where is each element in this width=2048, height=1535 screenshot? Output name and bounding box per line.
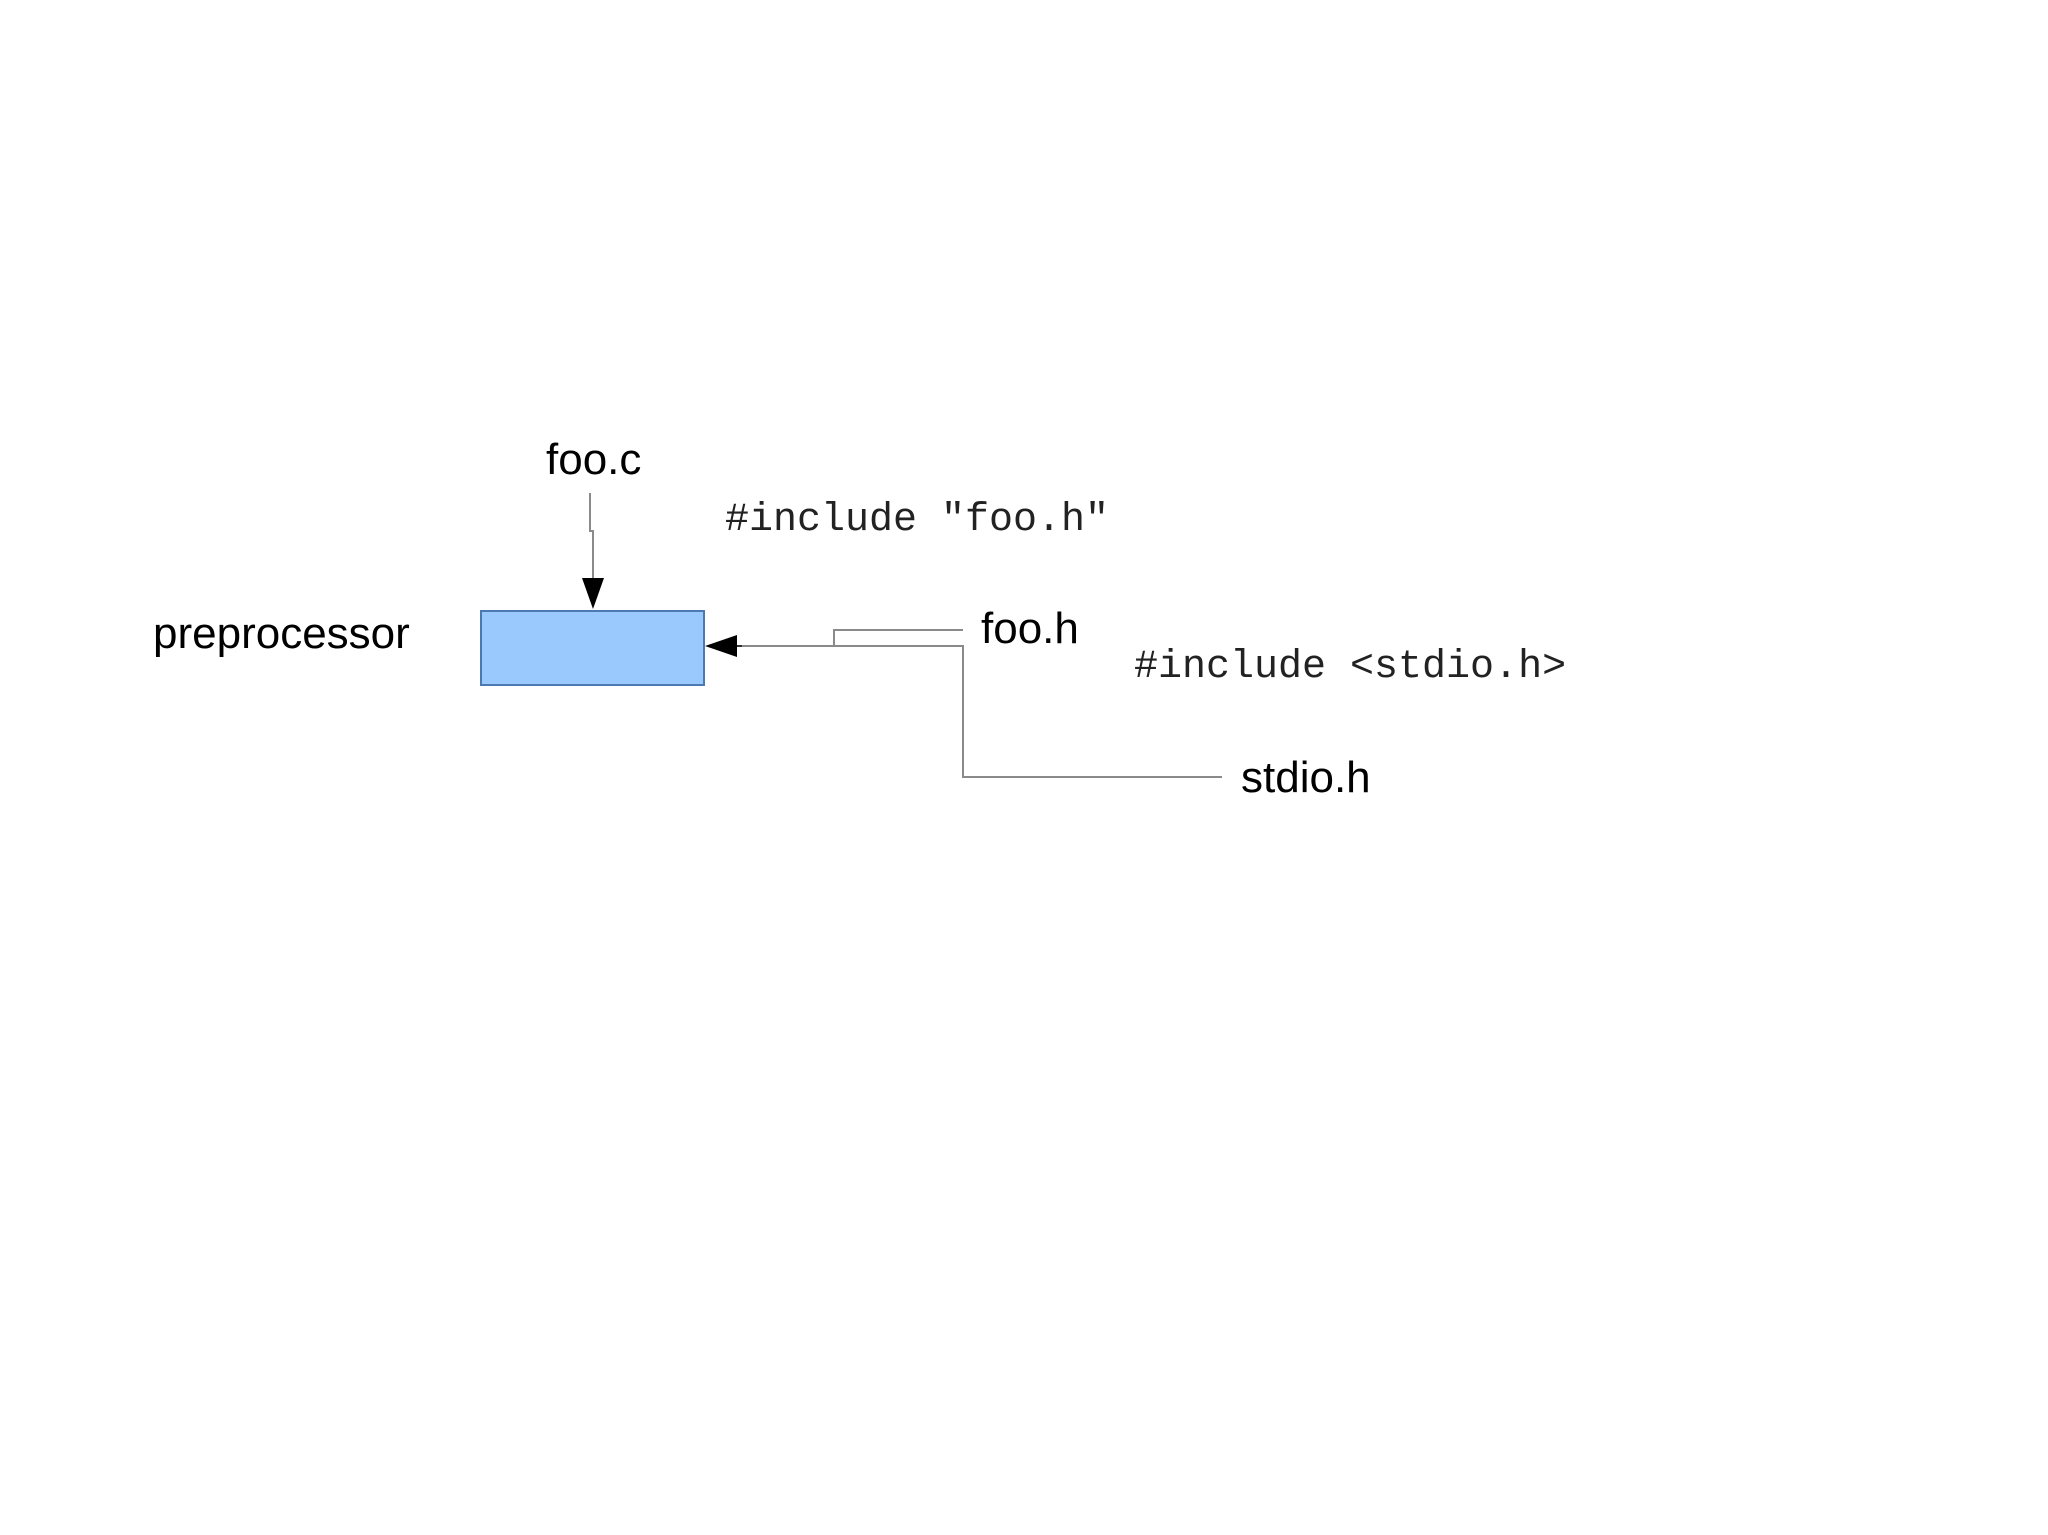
down-arrowhead-icon [582,578,604,609]
header-system-label: stdio.h [1241,753,1371,802]
include-local-annotation: #include "foo.h" [725,498,1109,543]
include-system-annotation: #include <stdio.h> [1134,645,1566,690]
header-system-connector [834,645,1222,778]
left-arrowhead-icon [705,635,737,657]
source-connector [589,493,594,584]
source-file-label: foo.c [546,435,641,484]
header-local-connector [742,629,963,647]
header-local-label: foo.h [981,604,1079,653]
preprocessor-box [480,610,705,686]
preprocessor-label: preprocessor [153,609,410,658]
